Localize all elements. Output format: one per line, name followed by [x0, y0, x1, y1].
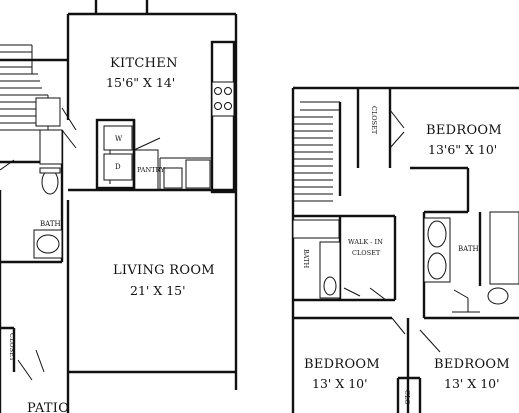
dryer-label: D	[115, 163, 121, 171]
bath-tub-right	[489, 211, 519, 285]
toilet-bowl-icon	[41, 169, 59, 195]
patio-name: PATIO	[27, 401, 69, 413]
stairs-second-floor	[293, 101, 342, 202]
bath-sink	[35, 97, 61, 127]
washer-label: W	[115, 135, 123, 143]
living-room-dims: 21' X 15'	[130, 283, 186, 298]
toilet-right-icon	[487, 287, 509, 305]
bath-tub-left	[292, 219, 340, 239]
toilet-left-icon	[323, 276, 337, 296]
bedroom-2-dims: 13' X 10'	[312, 376, 368, 391]
bedroom-3-name: BEDROOM	[434, 357, 510, 372]
walkin-closet-line2: CLOSET	[352, 249, 381, 257]
living-room-name: LIVING ROOM	[113, 263, 215, 278]
second-floor: CLOSET BATH BATH WALK - IN CLOSET CLO BE…	[291, 86, 519, 413]
bedroom-1-name: BEDROOM	[426, 123, 502, 138]
dryer	[103, 153, 133, 181]
first-floor: W D PANTRY CLOSET KITCHEN 15'6" X 14' LI…	[0, 0, 238, 413]
kitchen-dims: 15'6" X 14'	[106, 75, 175, 90]
bedroom-3-dims: 13' X 10'	[444, 376, 500, 391]
pantry-label: PANTRY	[137, 166, 165, 174]
bath-upper-right-label: BATH	[458, 245, 479, 253]
bath-main-label: BATH	[40, 220, 61, 228]
bath-upper-left-label: BATH	[302, 249, 310, 268]
bedroom-1-dims: 13'6" X 10'	[428, 142, 497, 157]
kitchen-name: KITCHEN	[110, 56, 178, 71]
vanity	[39, 129, 63, 165]
closet-bottom-label: CLO	[403, 390, 411, 405]
laundry	[95, 118, 136, 190]
washer	[103, 125, 133, 151]
closet-lower-label: CLOSET	[8, 333, 16, 362]
closet-upper-label: CLOSET	[370, 106, 378, 135]
refrigerator	[185, 159, 211, 189]
range	[211, 81, 235, 117]
walkin-closet-line1: WALK - IN	[348, 238, 383, 246]
dishwasher	[163, 167, 183, 189]
bedroom-2-name: BEDROOM	[304, 357, 380, 372]
